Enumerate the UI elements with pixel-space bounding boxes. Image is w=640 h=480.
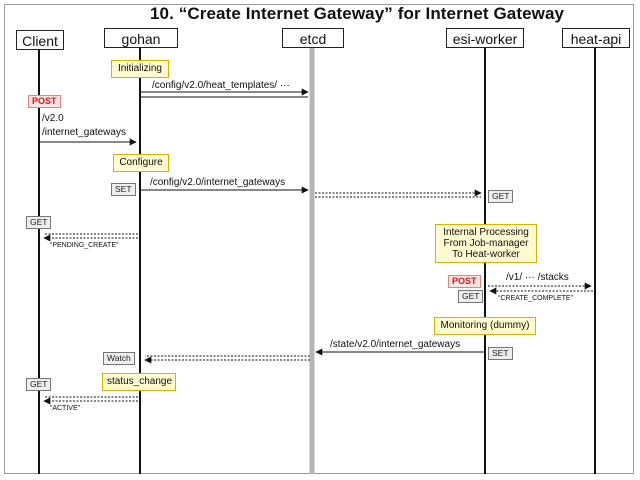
label-heat-templates: /config/v2.0/heat_templates/ ··· bbox=[152, 80, 290, 91]
actor-heat-api: heat-api bbox=[562, 28, 630, 48]
label-internet-gateways: /internet_gateways bbox=[42, 127, 126, 138]
label-v20: /v2.0 bbox=[42, 113, 64, 124]
actor-esi-worker: esi-worker bbox=[446, 28, 524, 48]
tag-get-worker: GET bbox=[488, 190, 514, 203]
tag-get-worker-2: GET bbox=[458, 290, 484, 303]
actor-client: Client bbox=[16, 30, 64, 50]
label-create-complete: “CREATE_COMPLETE” bbox=[498, 295, 573, 302]
note-initializing: Initializing bbox=[111, 60, 169, 78]
diagram-title: 10. “Create Internet Gateway” for Intern… bbox=[150, 4, 565, 23]
label-v1-stacks: /v1/ ··· /stacks bbox=[506, 272, 569, 283]
note-monitoring: Monitoring (dummy) bbox=[434, 317, 536, 335]
diagram-frame bbox=[4, 4, 634, 474]
actor-etcd: etcd bbox=[282, 28, 344, 48]
actor-gohan: gohan bbox=[104, 28, 178, 48]
tag-set-gohan: SET bbox=[111, 183, 136, 196]
note-internal-line2: From Job-manager bbox=[443, 238, 529, 249]
tag-post-worker: POST bbox=[448, 275, 481, 288]
note-configure: Configure bbox=[113, 154, 169, 172]
note-internal-line1: Internal Processing bbox=[443, 227, 529, 238]
note-internal-processing: Internal Processing From Job-manager To … bbox=[435, 224, 537, 263]
tag-get-client-2: GET bbox=[26, 378, 52, 391]
label-config-internet-gateways: /config/v2.0/internet_gateways bbox=[150, 177, 286, 188]
tag-get-client-1: GET bbox=[26, 216, 52, 229]
label-pending-create: “PENDING_CREATE” bbox=[50, 242, 119, 249]
label-active: “ACTIVE” bbox=[50, 405, 80, 412]
label-state-internet-gateways: /state/v2.0/internet_gateways bbox=[330, 339, 461, 350]
note-status-change: status_change bbox=[102, 373, 176, 391]
tag-post-client: POST bbox=[28, 95, 61, 108]
note-internal-line3: To Heat-worker bbox=[452, 249, 520, 260]
tag-set-worker: SET bbox=[488, 347, 513, 360]
tag-watch-gohan: Watch bbox=[103, 352, 135, 365]
